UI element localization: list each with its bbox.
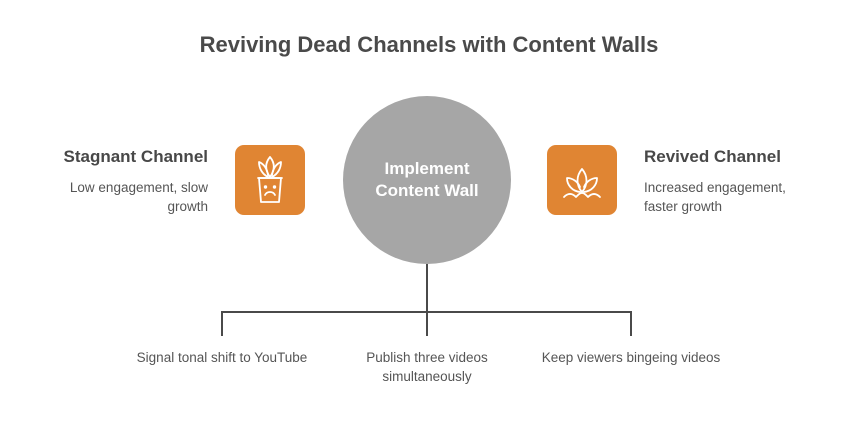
revived-channel-icon-box [547, 145, 617, 215]
connector-branch-left [221, 311, 223, 336]
implement-content-wall-node: Implement Content Wall [343, 96, 511, 264]
center-label: Implement Content Wall [375, 159, 479, 200]
sad-plant-icon [257, 156, 283, 203]
connector-trunk [426, 264, 428, 336]
connector-branch-right [630, 311, 632, 336]
step-publish-three-videos: Publish three videos simultaneously [366, 350, 488, 384]
revived-channel-description: Increased engagement, faster growth [644, 180, 786, 214]
stagnant-channel-description: Low engagement, slow growth [69, 180, 208, 214]
step-keep-viewers-bingeing: Keep viewers bingeing videos [541, 350, 721, 365]
diagram-title: Reviving Dead Channels with Content Wall… [199, 32, 659, 57]
revived-channel-title: Revived Channel [644, 147, 781, 166]
step-signal-tonal-shift: Signal tonal shift to YouTube [136, 350, 308, 365]
stagnant-channel-title: Stagnant Channel [63, 147, 208, 166]
lotus-icon [563, 168, 601, 198]
stagnant-channel-icon-box [235, 145, 305, 215]
connector-bar [221, 311, 632, 313]
